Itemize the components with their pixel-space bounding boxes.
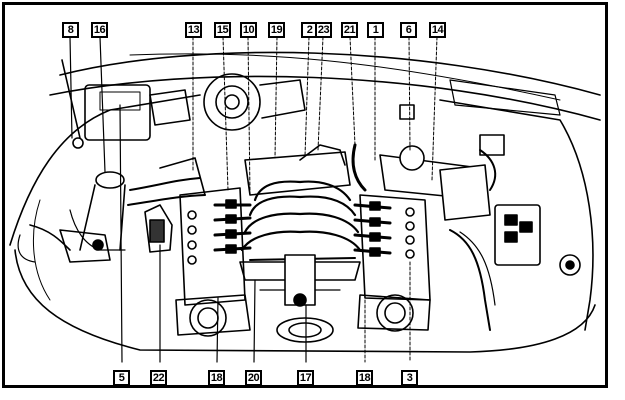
callout-13: 13 xyxy=(185,22,202,38)
callout-16: 16 xyxy=(91,22,108,38)
callout-2: 2 xyxy=(301,22,318,38)
callout-1: 1 xyxy=(367,22,384,38)
callout-8: 8 xyxy=(62,22,79,38)
callout-18-right: 18 xyxy=(356,370,373,386)
callout-21: 21 xyxy=(341,22,358,38)
callout-20: 20 xyxy=(245,370,262,386)
callout-10: 10 xyxy=(240,22,257,38)
diagram-border xyxy=(2,2,608,388)
callout-19: 19 xyxy=(268,22,285,38)
callout-18-left: 18 xyxy=(208,370,225,386)
callout-5: 5 xyxy=(113,370,130,386)
callout-23: 23 xyxy=(315,22,332,38)
callout-22: 22 xyxy=(150,370,167,386)
callout-3: 3 xyxy=(401,370,418,386)
callout-17: 17 xyxy=(297,370,314,386)
callout-6: 6 xyxy=(400,22,417,38)
callout-15: 15 xyxy=(214,22,231,38)
callout-14: 14 xyxy=(429,22,446,38)
